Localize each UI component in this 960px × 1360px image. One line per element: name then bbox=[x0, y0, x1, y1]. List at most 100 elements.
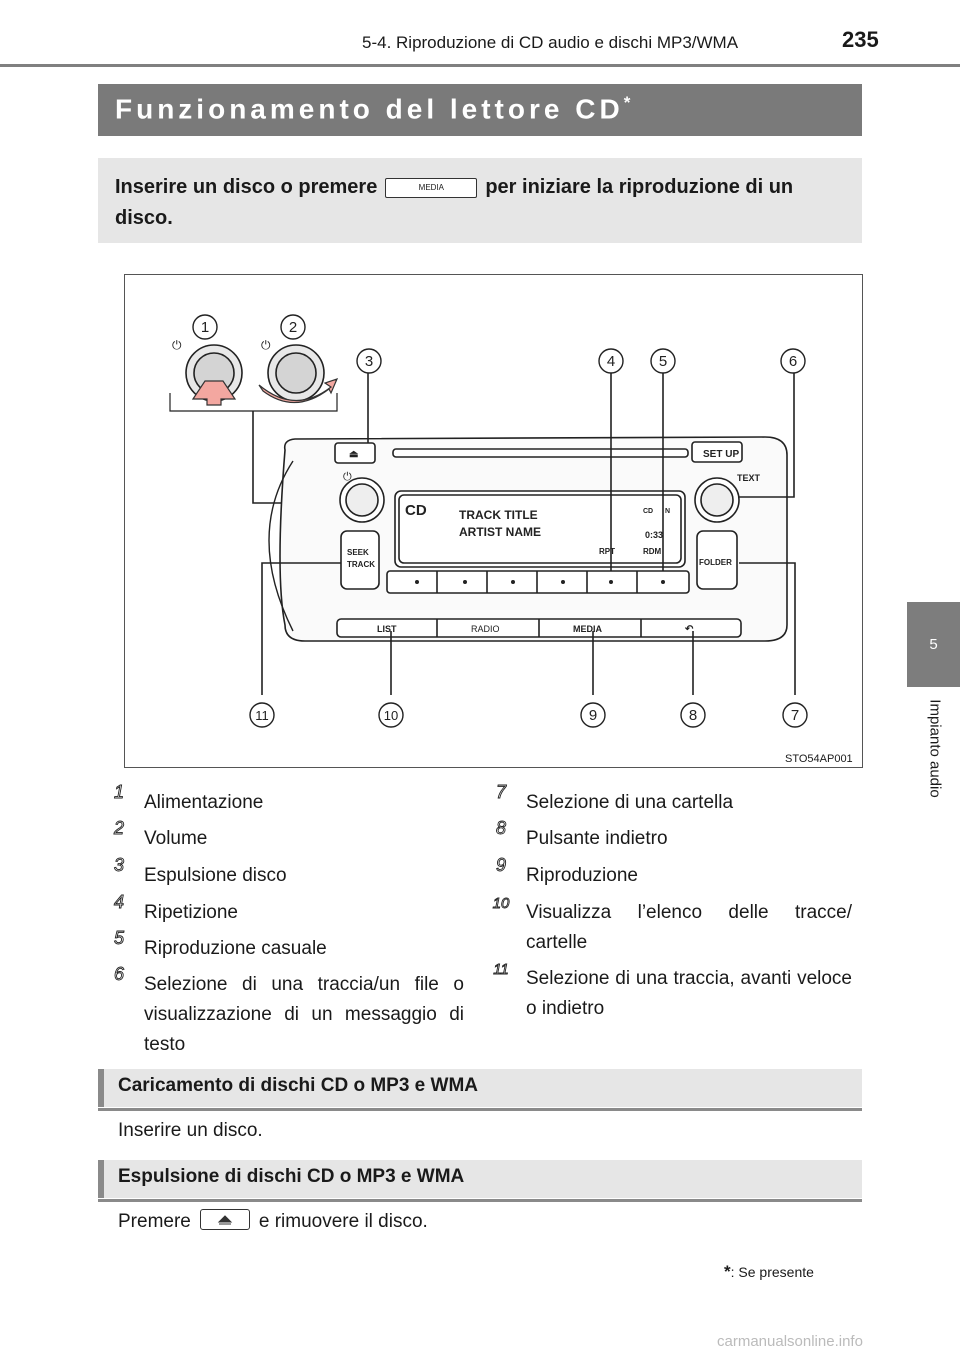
svg-text:5: 5 bbox=[659, 353, 667, 370]
svg-text:1: 1 bbox=[114, 782, 124, 802]
legend-number-icon: 8 bbox=[490, 816, 512, 840]
svg-text:⏻: ⏻ bbox=[261, 338, 271, 352]
panel-time: 0:33 bbox=[645, 530, 663, 540]
callout-9: 9 bbox=[580, 702, 606, 728]
legend-text: Pulsante indietro bbox=[526, 828, 668, 849]
svg-text:6: 6 bbox=[789, 353, 797, 370]
panel-cd-logo: CD bbox=[405, 502, 427, 519]
section-eject-title: Espulsione di dischi CD o MP3 e WMA bbox=[118, 1166, 465, 1187]
eject-key-icon bbox=[199, 1209, 250, 1231]
running-header-section: 5-4. Riproduzione di CD audio e dischi M… bbox=[362, 33, 739, 52]
figure-code: STO54AP001 bbox=[785, 753, 853, 765]
section-eject-bar: Espulsione di dischi CD o MP3 e WMA bbox=[98, 1160, 862, 1202]
legend-number-icon: 5 bbox=[108, 926, 130, 950]
svg-text:8: 8 bbox=[496, 818, 506, 838]
svg-text:9: 9 bbox=[589, 707, 597, 724]
svg-text:⏻: ⏻ bbox=[172, 338, 182, 352]
panel-list: LIST bbox=[377, 624, 397, 634]
svg-text:8: 8 bbox=[689, 707, 697, 724]
legend-number-icon: 3 bbox=[108, 853, 130, 877]
callout-3: 3 bbox=[356, 348, 382, 374]
legend-number-icon: 7 bbox=[490, 780, 512, 804]
panel-n-badge: N bbox=[665, 508, 670, 515]
svg-text:7: 7 bbox=[791, 707, 799, 724]
callout-10: 10 bbox=[378, 702, 404, 728]
svg-text:7: 7 bbox=[496, 782, 507, 802]
svg-text:3: 3 bbox=[365, 353, 373, 370]
chapter-tab: 5 bbox=[907, 602, 960, 687]
legend-number-icon: 9 bbox=[490, 853, 512, 877]
svg-text:5: 5 bbox=[114, 928, 125, 948]
svg-text:1: 1 bbox=[201, 319, 209, 336]
panel-track: TRACK bbox=[347, 560, 375, 569]
section-loading-title: Caricamento di dischi CD o MP3 e WMA bbox=[118, 1075, 478, 1096]
panel-folder: FOLDER bbox=[699, 558, 732, 567]
svg-text:⏏: ⏏ bbox=[349, 449, 359, 460]
panel-track-title: TRACK TITLE bbox=[459, 508, 538, 522]
callout-2: 2 bbox=[280, 314, 306, 340]
footnote: *: Se presente bbox=[724, 1262, 814, 1281]
callout-4: 4 bbox=[598, 348, 624, 374]
svg-text:⏻: ⏻ bbox=[343, 471, 352, 483]
callout-8: 8 bbox=[680, 702, 706, 728]
audio-panel-illustration: ⏻ ⏻ bbox=[124, 274, 863, 768]
legend-number-icon: 2 bbox=[108, 816, 130, 840]
svg-text:3: 3 bbox=[114, 855, 124, 875]
svg-text:2: 2 bbox=[113, 818, 124, 838]
panel-seek: SEEK bbox=[347, 548, 369, 557]
legend-text: Visualizza l’elenco delle tracce/ cartel… bbox=[526, 902, 852, 953]
section-loading-body: Inserire un disco. bbox=[118, 1120, 263, 1141]
panel-media: MEDIA bbox=[573, 624, 603, 634]
legend-text: Espulsione disco bbox=[144, 865, 287, 886]
watermark: carmanualsonline.info bbox=[717, 1333, 863, 1350]
legend-text: Riproduzione bbox=[526, 865, 638, 886]
svg-text:2: 2 bbox=[289, 319, 297, 336]
legend-number-icon: 1 bbox=[108, 780, 130, 804]
media-key-icon: MEDIA bbox=[385, 177, 478, 198]
audio-panel-drawing: ⏻ ⏻ bbox=[169, 314, 808, 728]
svg-text:4: 4 bbox=[114, 892, 124, 912]
svg-text:10: 10 bbox=[493, 895, 510, 912]
svg-text:11: 11 bbox=[255, 708, 269, 723]
footnote-marker: * bbox=[724, 1262, 731, 1281]
legend-text: Alimentazione bbox=[144, 792, 264, 813]
page-title-bar: Funzionamento del lettore CD* bbox=[98, 84, 862, 136]
callout-7: 7 bbox=[782, 702, 808, 728]
intro-line-2: disco. bbox=[115, 207, 173, 229]
legend-number-icon: 4 bbox=[108, 890, 130, 914]
panel-setup-label: SET UP bbox=[703, 449, 739, 460]
svg-text:9: 9 bbox=[496, 855, 506, 875]
page-number: 235 bbox=[842, 27, 879, 52]
optional-asterisk: * bbox=[623, 93, 631, 112]
callout-6: 6 bbox=[780, 348, 806, 374]
page-title: Funzionamento del lettore CD* bbox=[115, 93, 631, 125]
section-loading-bar: Caricamento di dischi CD o MP3 e WMA bbox=[98, 1069, 862, 1111]
panel-radio: RADIO bbox=[471, 624, 500, 634]
panel-cd-badge: CD bbox=[643, 508, 653, 515]
callout-5: 5 bbox=[650, 348, 676, 374]
svg-text:10: 10 bbox=[384, 708, 398, 723]
legend-number-icon: 6 bbox=[108, 962, 130, 986]
panel-rpt: RPT bbox=[599, 547, 615, 556]
legend-number-icon: 11 bbox=[490, 956, 512, 980]
legend-text: Selezione di una cartella bbox=[526, 792, 734, 813]
svg-text:6: 6 bbox=[114, 964, 125, 984]
legend-text: Ripetizione bbox=[144, 902, 238, 923]
legend-text: Volume bbox=[144, 828, 208, 849]
legend-number-icon: 10 bbox=[490, 890, 512, 914]
legend-text: Selezione di una traccia/un file o visua… bbox=[144, 974, 464, 1055]
chapter-tab-label: Impianto audio bbox=[926, 699, 944, 798]
legend-text: Selezione di una traccia, avanti veloce … bbox=[526, 968, 852, 1019]
callout-11: 11 bbox=[249, 702, 275, 728]
svg-text:4: 4 bbox=[607, 353, 615, 370]
callout-1: 1 bbox=[192, 314, 218, 340]
chapter-tab-number: 5 bbox=[929, 636, 938, 653]
svg-text:↶: ↶ bbox=[684, 624, 694, 635]
panel-text-label: TEXT bbox=[737, 473, 761, 483]
svg-text:11: 11 bbox=[493, 961, 509, 978]
header-rule bbox=[0, 64, 960, 67]
panel-rdm: RDM bbox=[643, 547, 662, 556]
